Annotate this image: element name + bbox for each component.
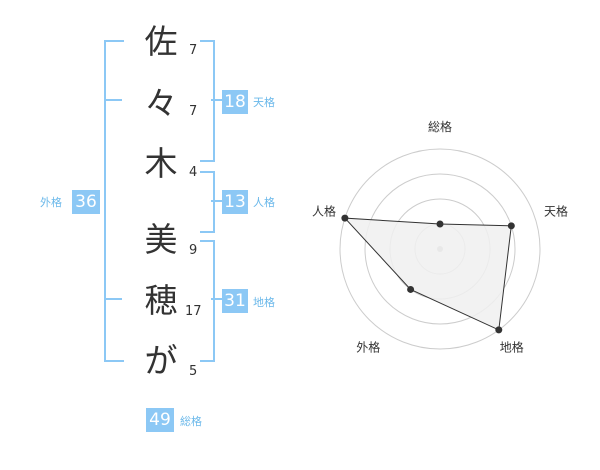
gaikaku-value-badge: 36 (72, 190, 100, 214)
chikaku-label: 地格 (253, 296, 275, 309)
soukaku-value-badge: 49 (146, 408, 174, 432)
radar-axis-label-4: 外格 (356, 340, 380, 355)
stroke-count-5: 17 (185, 304, 202, 319)
tenkaku-bracket-tick (211, 99, 222, 101)
radar-axis-label-3: 地格 (500, 340, 524, 355)
tenkaku-label: 天格 (253, 96, 275, 109)
radar-point-5 (341, 214, 349, 222)
jinkaku-label: 人格 (253, 196, 275, 209)
name-char-4: 美 (144, 220, 178, 259)
name-char-6: が (144, 341, 178, 380)
tenkaku-bracket (200, 40, 215, 162)
radar-axis-label-1: 総格 (428, 119, 452, 134)
chikaku-bracket-tick (211, 298, 222, 300)
jinkaku-bracket (200, 171, 215, 233)
stroke-count-4: 9 (189, 243, 198, 258)
radar-data-polygon (343, 217, 512, 331)
jinkaku-value-badge: 13 (222, 190, 248, 214)
radar-point-2 (507, 222, 515, 230)
radar-points (341, 214, 515, 334)
stroke-count-6: 5 (189, 364, 198, 379)
radar-point-4 (407, 285, 415, 293)
stroke-count-3: 4 (189, 165, 198, 180)
jinkaku-bracket-tick (211, 200, 222, 202)
chikaku-bracket (200, 240, 215, 362)
gaikaku-bracket-tick-top (104, 99, 122, 101)
radar-ring-4 (339, 148, 541, 350)
chikaku-value-badge: 31 (222, 289, 248, 313)
radar-axis-label-5: 人格 (312, 203, 336, 218)
soukaku-label: 総格 (180, 415, 202, 428)
radar-ring-3 (364, 173, 516, 325)
tenkaku-value-badge: 18 (222, 90, 248, 114)
name-char-3: 木 (144, 144, 178, 183)
radar-point-1 (436, 220, 444, 228)
stroke-count-2: 7 (189, 104, 198, 119)
name-char-1: 佐 (144, 22, 178, 61)
gaikaku-bracket (104, 40, 124, 362)
radar-point-3 (495, 326, 503, 334)
name-char-2: 々 (144, 84, 178, 123)
stroke-count-1: 7 (189, 43, 198, 58)
gaikaku-label: 外格 (40, 196, 62, 209)
radar-axis-label-2: 天格 (544, 203, 568, 218)
name-char-5: 穂 (144, 281, 178, 320)
gaikaku-bracket-tick-bottom (104, 298, 122, 300)
